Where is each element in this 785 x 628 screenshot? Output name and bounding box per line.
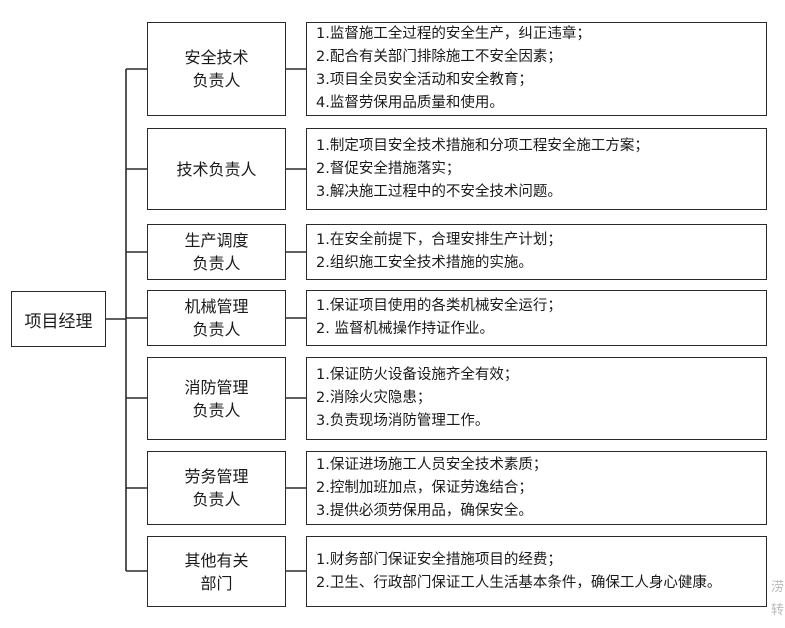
duty-line: 1.监督施工全过程的安全生产，纠正违章； (316, 26, 591, 42)
duty-line: 3.负责现场消防管理工作。 (316, 413, 490, 429)
role-node-machinery: 机械管理 负责人 (147, 290, 286, 346)
role-node-fire-safety: 消防管理 负责人 (147, 357, 286, 440)
duty-line: 1.制定项目安全技术措施和分项工程安全施工方案； (316, 137, 649, 154)
duty-box-other-departments: 1.财务部门保证安全措施项目的经费； 2.卫生、行政部门保证工人生活基本条件，确… (306, 536, 767, 607)
role-label: 安全技术 负责人 (184, 48, 249, 90)
duty-line: 2.组织施工安全技术措施的实施。 (316, 255, 533, 271)
duty-line: 2.督促安全措施落实； (316, 160, 461, 177)
duty-line: 2.卫生、行政部门保证工人生活基本条件，确保工人身心健康。 (316, 574, 722, 591)
duty-box-labor: 1.保证进场施工人员安全技术素质； 2.控制加班加点，保证劳逸结合； 3.提供必… (306, 451, 767, 525)
role-label: 劳务管理 负责人 (184, 467, 249, 509)
duty-line: 1.保证项目使用的各类机械安全运行； (316, 298, 562, 314)
role-node-safety-tech: 安全技术 负责人 (147, 22, 286, 116)
role-node-other-departments: 其他有关 部门 (147, 536, 286, 607)
duty-line: 1.在安全前提下，合理安排生产计划； (316, 232, 562, 248)
role-label: 生产调度 负责人 (184, 231, 249, 273)
duty-line: 3.提供必须劳保用品，确保安全。 (316, 502, 533, 519)
duty-line: 3.项目全员安全活动和安全教育； (316, 72, 533, 88)
root-label: 项目经理 (24, 311, 93, 332)
duty-line: 2. 监督机械操作持证作业。 (316, 321, 494, 337)
role-label: 机械管理 负责人 (184, 297, 249, 339)
role-label: 消防管理 负责人 (184, 377, 249, 420)
role-label: 其他有关 部门 (184, 550, 249, 593)
duty-line: 2.控制加班加点，保证劳逸结合； (316, 479, 533, 496)
role-node-production-dispatch: 生产调度 负责人 (147, 224, 286, 280)
duty-box-production-dispatch: 1.在安全前提下，合理安排生产计划； 2.组织施工安全技术措施的实施。 (306, 224, 767, 280)
duty-box-machinery: 1.保证项目使用的各类机械安全运行； 2. 监督机械操作持证作业。 (306, 290, 767, 346)
duty-box-fire-safety: 1.保证防火设备设施齐全有效； 2.消除火灾隐患； 3.负责现场消防管理工作。 (306, 357, 767, 440)
duty-line: 2.消除火灾隐患； (316, 390, 432, 406)
root-node-project-manager: 项目经理 (11, 291, 106, 347)
role-label: 技术负责人 (176, 159, 257, 179)
duty-line: 1.保证防火设备设施齐全有效； (316, 367, 519, 383)
duty-box-technical: 1.制定项目安全技术措施和分项工程安全施工方案； 2.督促安全措施落实； 3.解… (306, 128, 767, 210)
duty-box-safety-tech: 1.监督施工全过程的安全生产，纠正违章； 2.配合有关部门排除施工不安全因素； … (306, 22, 767, 116)
watermark-char: 转 (771, 603, 785, 618)
role-node-technical: 技术负责人 (147, 128, 286, 210)
duty-line: 1.保证进场施工人员安全技术素质； (316, 456, 548, 473)
duty-line: 4.监督劳保用品质量和使用。 (316, 95, 504, 111)
duty-line: 3.解决施工过程中的不安全技术问题。 (316, 183, 562, 200)
role-node-labor: 劳务管理 负责人 (147, 451, 286, 525)
duty-line: 2.配合有关部门排除施工不安全因素； (316, 49, 562, 65)
duty-line: 1.财务部门保证安全措施项目的经费； (316, 551, 562, 568)
watermark-char: 涝 (771, 580, 785, 595)
